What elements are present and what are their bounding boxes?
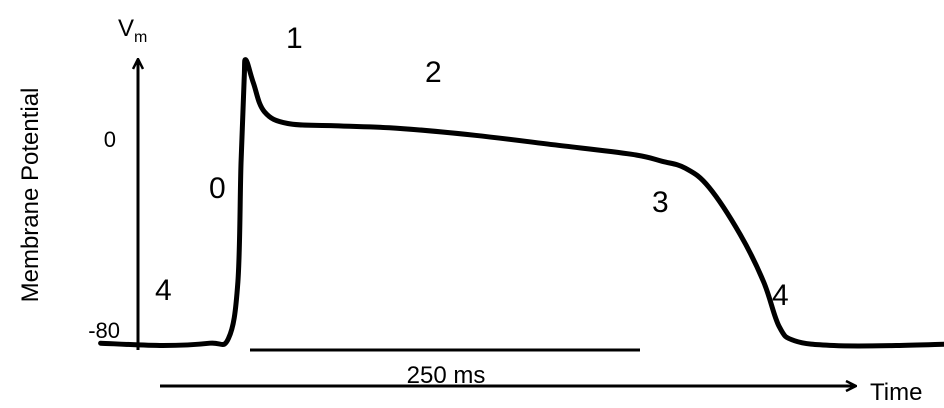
phase-label-4-left: 4 <box>155 274 172 307</box>
y-tick-0: 0 <box>104 127 116 152</box>
phase-label-3: 3 <box>652 186 669 219</box>
phase-label-1: 1 <box>286 22 303 55</box>
y-axis-top-label: Vm <box>118 15 147 46</box>
y-tick-minus80: -80 <box>88 318 120 343</box>
scale-bar-label: 250 ms <box>407 362 486 389</box>
x-axis-label: Time <box>870 379 922 406</box>
y-axis-top-subscript: m <box>134 29 147 46</box>
phase-label-0: 0 <box>209 172 226 205</box>
phase-label-4-right: 4 <box>772 279 789 312</box>
phase-label-2: 2 <box>425 56 442 89</box>
action-potential-trace <box>98 57 944 349</box>
y-axis-label: Membrane Potential <box>17 88 44 303</box>
